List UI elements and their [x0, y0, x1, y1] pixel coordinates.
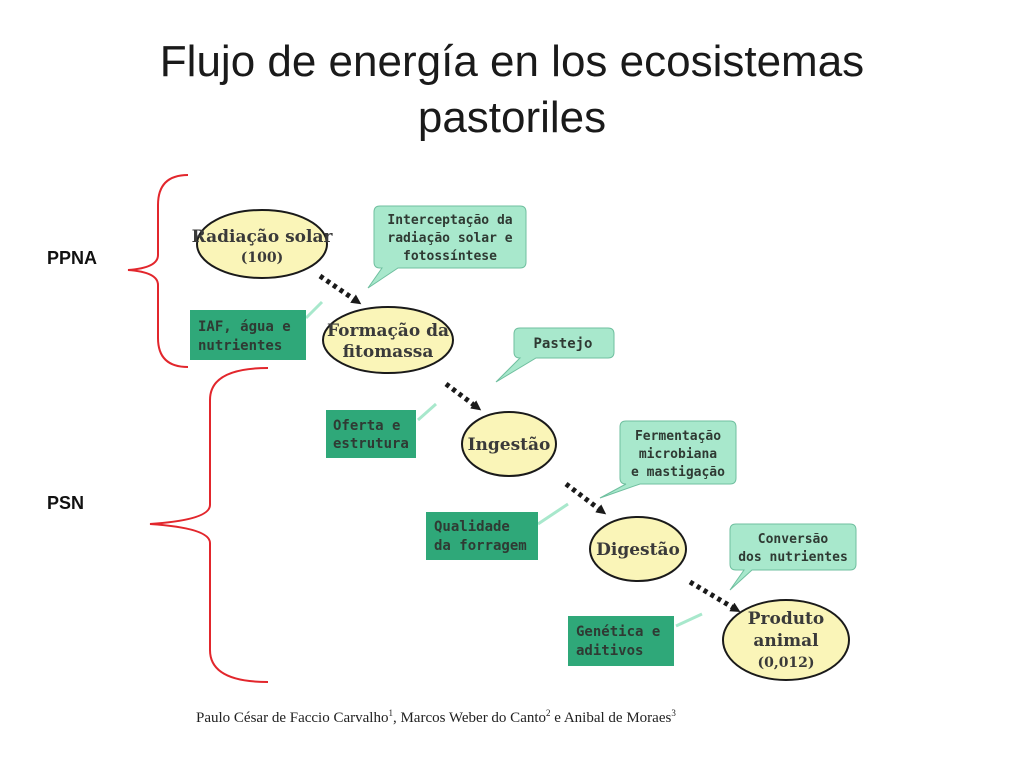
factor-iaf-line1: IAF, água e — [198, 319, 291, 335]
callout-conversao-line2: dos nutrientes — [738, 550, 848, 565]
callout-intercepcao: Interceptação da radiação solar e fotoss… — [367, 205, 527, 289]
node-produto-line2: animal — [753, 631, 819, 651]
node-digestao: Digestão — [589, 516, 687, 582]
node-radiacao: Radiação solar (100) — [192, 209, 334, 279]
callout-conversao-line1: Conversão — [758, 532, 829, 547]
author-credit: Paulo César de Faccio Carvalho1, Marcos … — [196, 708, 676, 727]
callout-intercepcao-line2: radiação solar e — [387, 231, 512, 246]
callout-conversao: Conversão dos nutrientes — [729, 523, 857, 591]
flow-arrow-4 — [688, 579, 741, 613]
node-formacao-line1: Formação da — [327, 321, 449, 341]
node-radiacao-line2: (100) — [241, 250, 283, 266]
factor-arrows — [304, 300, 703, 628]
factor-iaf: IAF, água e nutrientes — [190, 310, 306, 360]
callout-pastejo: Pastejo — [495, 327, 615, 383]
factor-genetica-line1: Genética e — [576, 624, 660, 640]
node-formacao-line2: fitomassa — [343, 342, 434, 362]
callout-fermentacao-line1: Fermentação — [635, 429, 721, 444]
node-formacao: Formação da fitomassa — [322, 306, 454, 374]
flow-arrow-1 — [318, 273, 362, 305]
factor-genetica: Genética e aditivos — [568, 616, 674, 666]
title-line-2: pastoriles — [417, 93, 607, 142]
callout-fermentacao-line2: microbiana — [639, 447, 717, 462]
node-produto-line1: Produto — [748, 609, 825, 629]
factor-qualidade: Qualidade da forragem — [426, 512, 538, 560]
node-produto-line3: (0,012) — [757, 655, 814, 671]
node-digestao-line1: Digestão — [596, 540, 680, 560]
flow-arrow-2 — [444, 382, 482, 411]
callout-intercepcao-line1: Interceptação da — [387, 213, 512, 228]
callout-pastejo-line1: Pastejo — [533, 336, 592, 352]
credit-sup-2: 2 — [546, 708, 551, 718]
factor-oferta-line2: estrutura — [333, 436, 409, 452]
node-ingestao: Ingestão — [461, 411, 557, 477]
callout-fermentacao: Fermentação microbiana e mastigação — [599, 420, 737, 499]
flow-arrow-3 — [564, 482, 607, 515]
node-radiacao-line1: Radiação solar — [192, 227, 334, 247]
node-ingestao-line1: Ingestão — [468, 435, 551, 455]
ppna-label: PPNA — [47, 248, 98, 268]
credit-author-1: Paulo César de Faccio Carvalho — [196, 710, 389, 726]
node-produto: Produto animal (0,012) — [722, 599, 850, 681]
factor-oferta: Oferta e estrutura — [326, 410, 416, 458]
factor-arrow-qualidade — [537, 502, 569, 526]
credit-author-3: e Anibal de Moraes — [550, 710, 672, 726]
psn-label: PSN — [47, 493, 85, 513]
page-title: Flujo de energía en los ecosistemas past… — [0, 34, 1024, 146]
factor-oferta-line1: Oferta e — [333, 418, 400, 434]
callout-intercepcao-line3: fotossíntese — [403, 249, 497, 264]
callout-fermentacao-line3: e mastigação — [631, 465, 725, 480]
factor-iaf-line2: nutrientes — [198, 338, 282, 354]
credit-sup-1: 1 — [388, 708, 393, 718]
psn-bracket — [149, 367, 269, 683]
credit-sup-3: 3 — [671, 708, 676, 718]
credit-author-2: , Marcos Weber do Canto — [392, 710, 547, 726]
factor-arrow-oferta — [417, 402, 437, 422]
factor-arrow-genetica — [675, 612, 703, 628]
factor-genetica-line2: aditivos — [576, 643, 643, 659]
title-line-1: Flujo de energía en los ecosistemas — [159, 37, 865, 86]
factor-arrow-iaf — [304, 300, 324, 320]
ppna-bracket — [127, 174, 189, 368]
factor-qualidade-line1: Qualidade — [434, 519, 510, 535]
factor-qualidade-line2: da forragem — [434, 538, 527, 554]
